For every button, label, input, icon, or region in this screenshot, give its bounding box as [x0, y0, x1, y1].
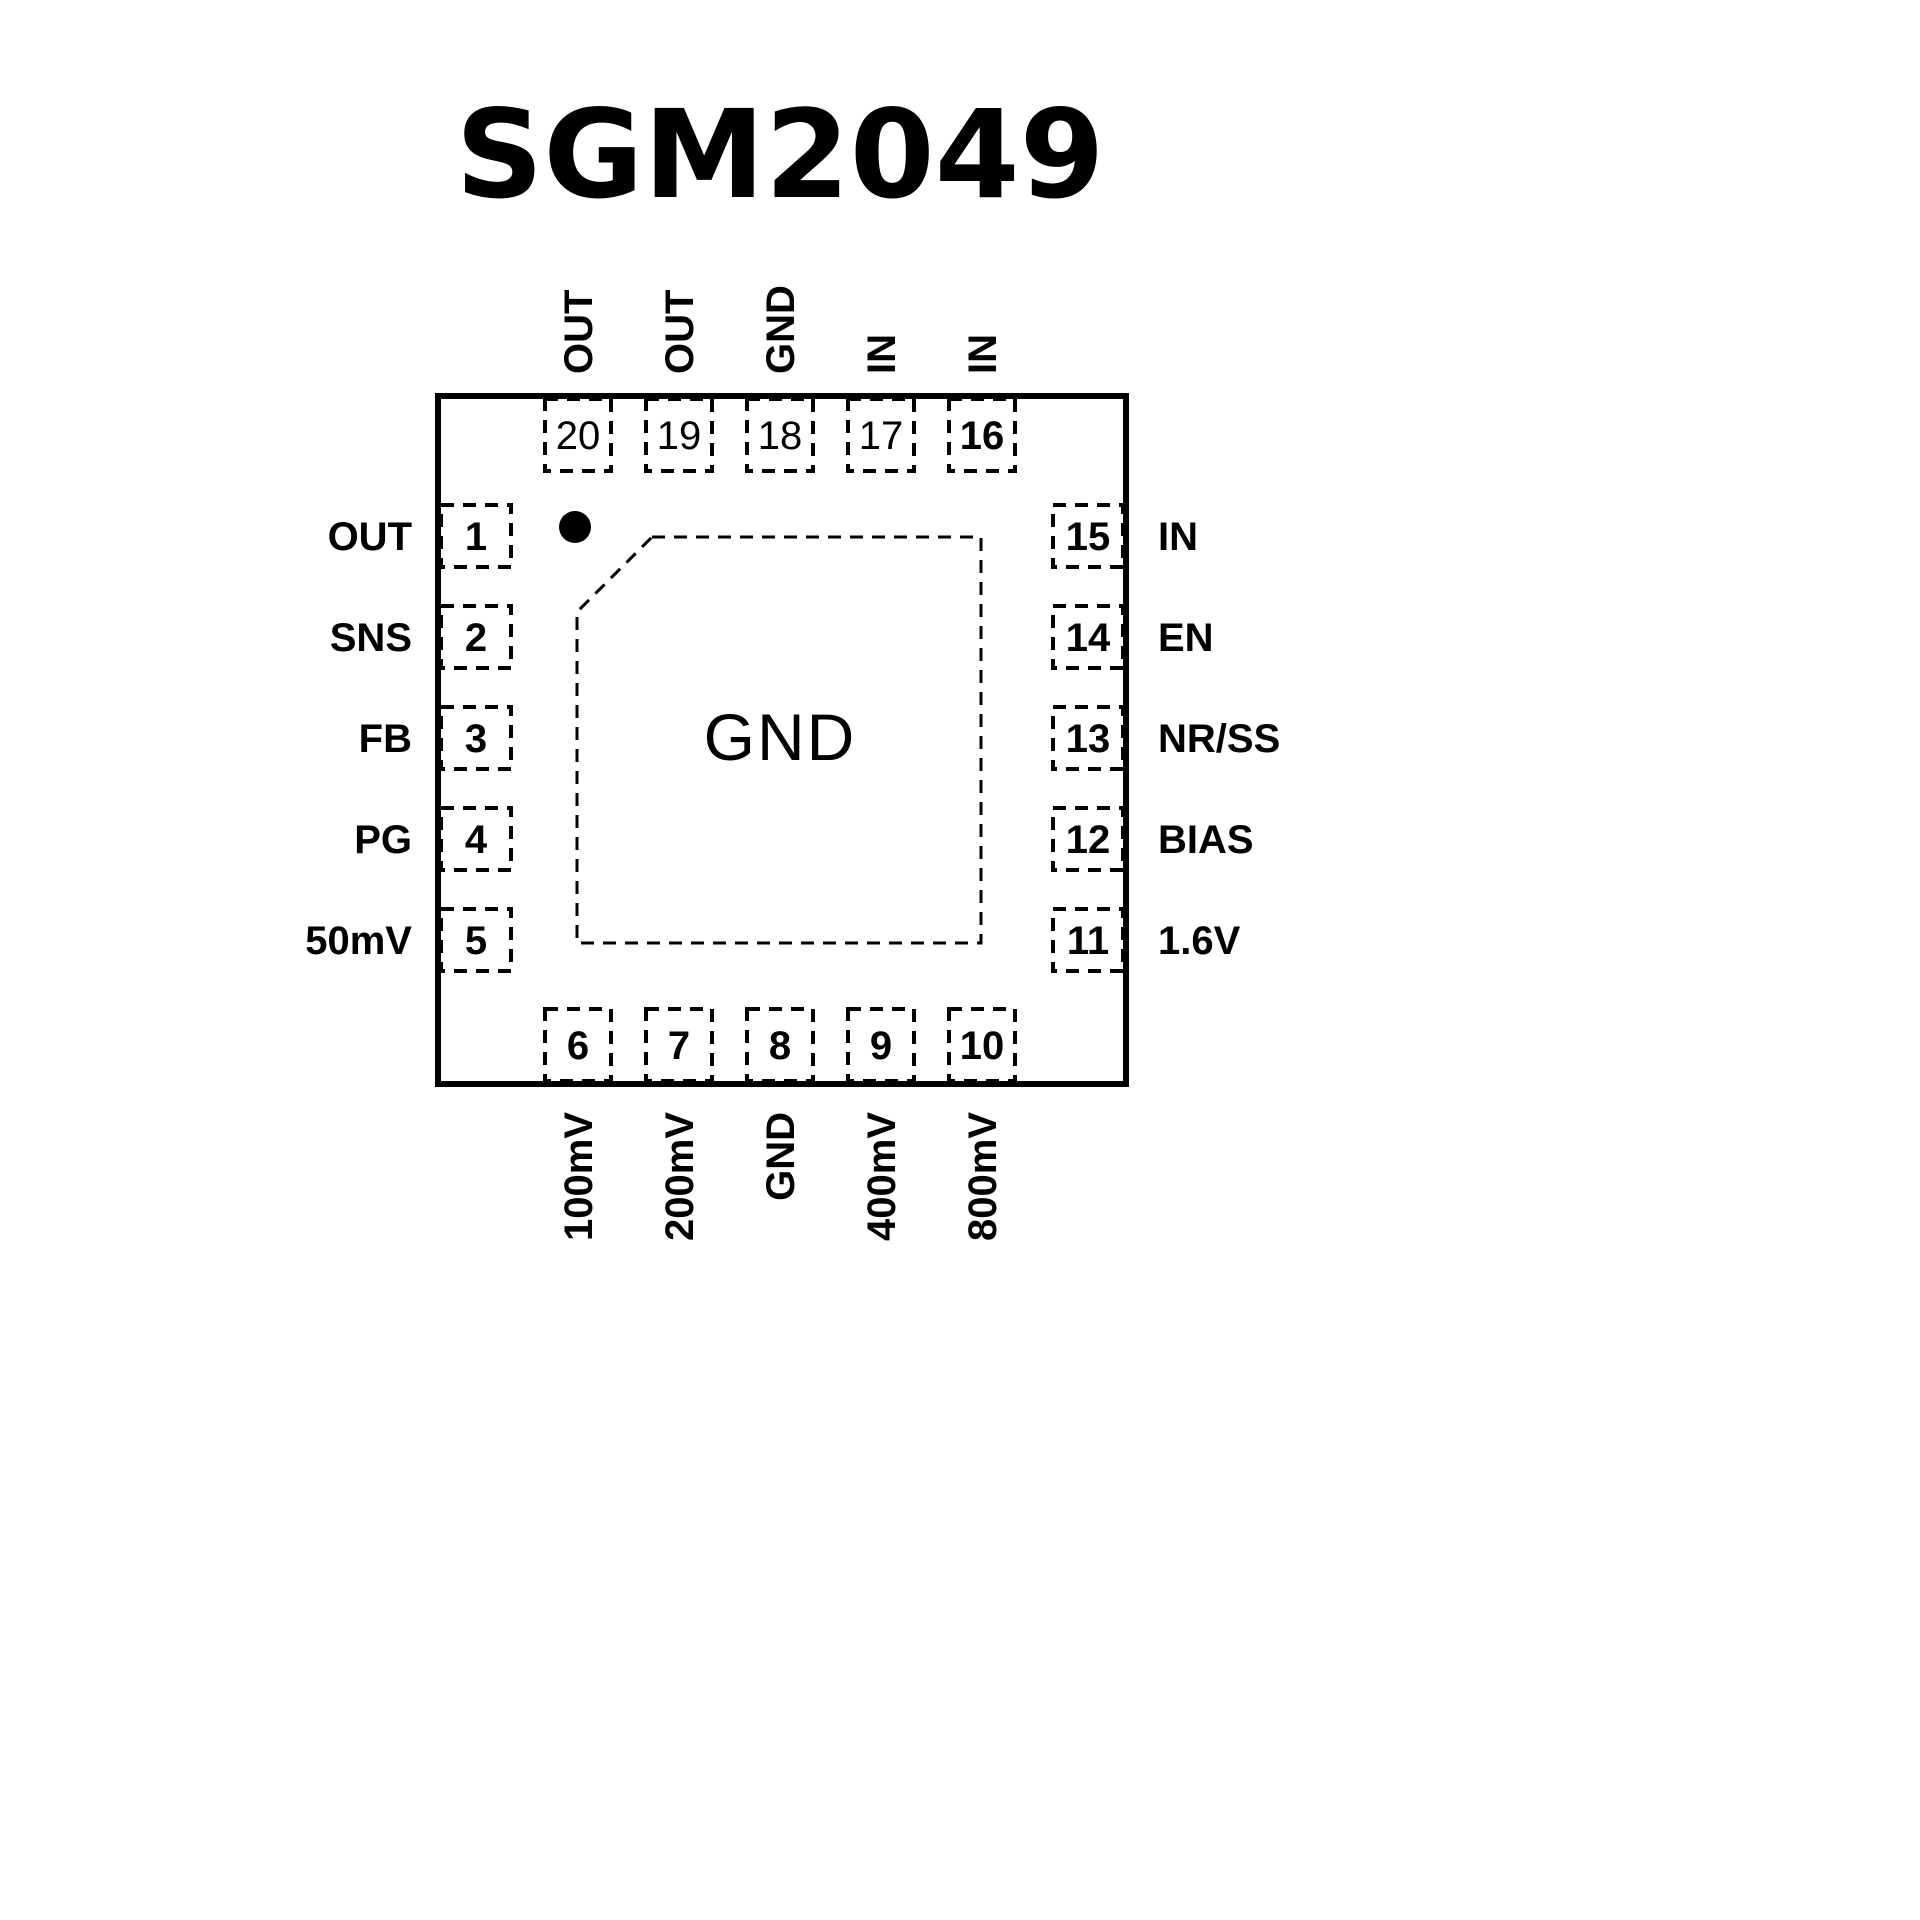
- pin-box-1: [439, 503, 513, 569]
- pin-number-17: 17: [859, 414, 904, 458]
- pin-label-18: GND: [759, 285, 803, 374]
- pin-label-16: IN: [961, 334, 1005, 374]
- pin-label-13: NR/SS: [1158, 717, 1280, 761]
- pin-number-3: 3: [465, 717, 487, 761]
- pin-box-6: [543, 1007, 613, 1083]
- pin-number-19: 19: [657, 414, 702, 458]
- exposed-pad-outline: [575, 535, 983, 945]
- pin-number-7: 7: [668, 1024, 690, 1068]
- pin-label-6: 100mV: [557, 1112, 601, 1241]
- pin-box-18: [745, 397, 815, 473]
- pin-box-3: [439, 705, 513, 771]
- pin-number-18: 18: [758, 414, 803, 458]
- pin-box-5: [439, 907, 513, 973]
- pin-number-12: 12: [1066, 818, 1111, 862]
- pin-box-4: [439, 806, 513, 872]
- pin-number-8: 8: [769, 1024, 791, 1068]
- pin-label-1: OUT: [328, 515, 412, 559]
- pin-label-11: 1.6V: [1158, 919, 1241, 963]
- pin-box-20: [543, 397, 613, 473]
- pin-label-2: SNS: [330, 616, 412, 660]
- pin-label-3: FB: [359, 717, 412, 761]
- pin-box-10: [947, 1007, 1017, 1083]
- pin-label-14: EN: [1158, 616, 1214, 660]
- pin-box-13: [1051, 705, 1125, 771]
- pin-box-19: [644, 397, 714, 473]
- pin-label-15: IN: [1158, 515, 1198, 559]
- pin-label-17: IN: [860, 334, 904, 374]
- pin-box-2: [439, 604, 513, 670]
- pin-label-12: BIAS: [1158, 818, 1254, 862]
- pin-number-20: 20: [556, 414, 601, 458]
- page-title: SGM2049: [455, 84, 1105, 226]
- pin-number-10: 10: [960, 1024, 1005, 1068]
- pin-box-14: [1051, 604, 1125, 670]
- pin-label-19: OUT: [658, 290, 702, 374]
- pin-label-10: 800mV: [961, 1112, 1005, 1241]
- pin-number-9: 9: [870, 1024, 892, 1068]
- pin-number-1: 1: [465, 515, 487, 559]
- pin-number-13: 13: [1066, 717, 1111, 761]
- pin-number-6: 6: [567, 1024, 589, 1068]
- pin-box-15: [1051, 503, 1125, 569]
- pin-number-16: 16: [960, 414, 1005, 458]
- pin-box-8: [745, 1007, 815, 1083]
- pin-box-9: [846, 1007, 916, 1083]
- pin-number-14: 14: [1066, 616, 1111, 660]
- pin-box-16: [947, 397, 1017, 473]
- pin-label-9: 400mV: [860, 1112, 904, 1241]
- pin-label-7: 200mV: [658, 1112, 702, 1241]
- pin-box-17: [846, 397, 916, 473]
- pin-number-2: 2: [465, 616, 487, 660]
- pin-number-15: 15: [1066, 515, 1111, 559]
- pin-box-12: [1051, 806, 1125, 872]
- pins-layer: 20OUT19OUT18GND17IN16IN6100mV7200mV8GND9…: [305, 285, 1280, 1241]
- pin-label-8: GND: [759, 1112, 803, 1201]
- pin-label-20: OUT: [557, 290, 601, 374]
- pin1-indicator-dot: [559, 511, 591, 543]
- pin-box-7: [644, 1007, 714, 1083]
- pin-label-4: PG: [354, 818, 412, 862]
- pin-box-11: [1051, 907, 1125, 973]
- pin-number-11: 11: [1067, 919, 1109, 963]
- chip-outline: [435, 393, 1129, 1087]
- pin-number-4: 4: [465, 818, 488, 862]
- exposed-pad-label: GND: [704, 700, 857, 774]
- pin-label-5: 50mV: [305, 919, 412, 963]
- pin-number-5: 5: [465, 919, 487, 963]
